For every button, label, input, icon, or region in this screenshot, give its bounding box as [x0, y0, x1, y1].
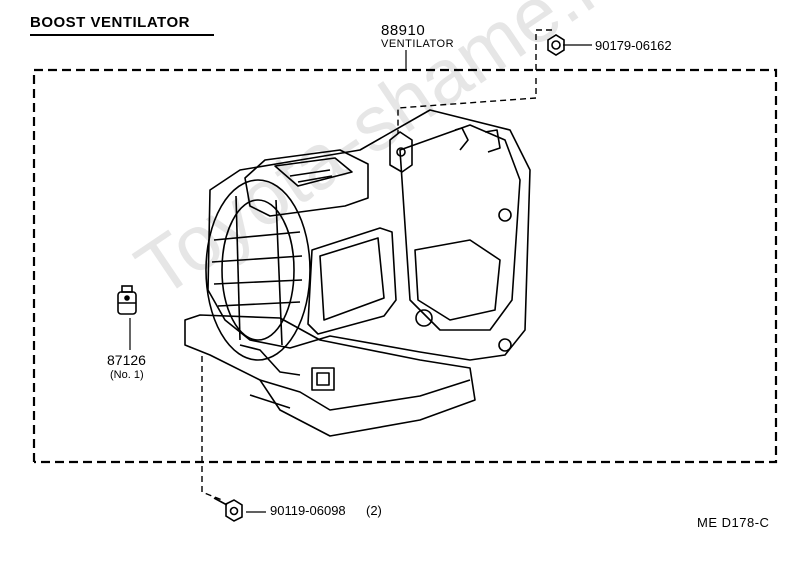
leader-lines	[129, 44, 592, 513]
dashed-leaders	[201, 29, 556, 501]
main-part-number: 88910	[381, 22, 426, 39]
assembly-boundary	[32, 68, 778, 464]
title-underline	[30, 34, 214, 36]
bolt-quantity: (2)	[366, 503, 382, 518]
ventilator-unit	[184, 109, 531, 437]
bolt-icon	[213, 497, 243, 522]
bolt-part-number: 90119-06098	[270, 503, 346, 518]
nut-icon	[547, 34, 565, 56]
diagram-title: BOOST VENTILATOR	[30, 14, 190, 31]
main-part-name: VENTILATOR	[381, 38, 455, 50]
resistor-icon	[117, 285, 137, 315]
resistor-part-note: (No. 1)	[110, 369, 144, 381]
drawing-code: ME D178-C	[697, 515, 770, 530]
resistor-part-number: 87126	[107, 352, 146, 368]
nut-part-number: 90179-06162	[595, 38, 672, 53]
